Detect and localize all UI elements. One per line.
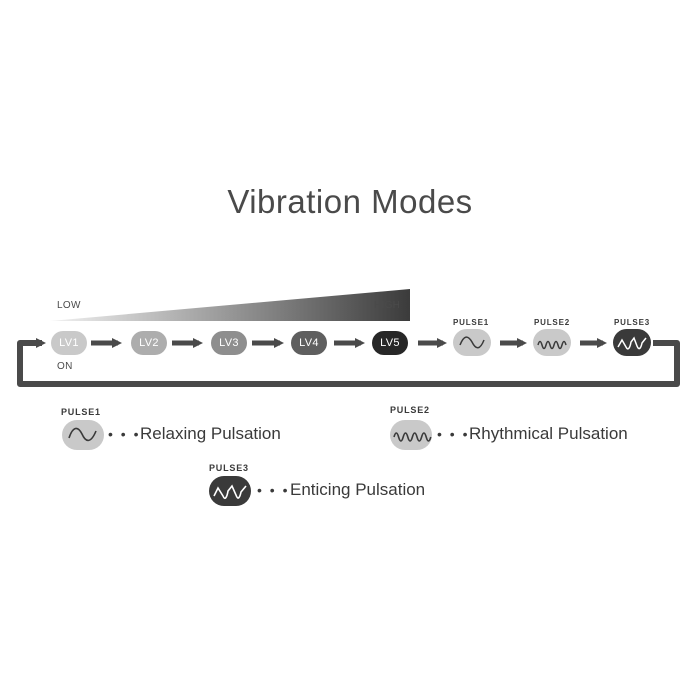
legend-pulse3-description: Enticing Pulsation <box>290 480 426 499</box>
legend-pulse1-pill <box>62 420 104 450</box>
level-pill-lv2: LV2 <box>131 331 167 355</box>
page-title: Vibration Modes <box>227 183 473 220</box>
scale-low-label: LOW <box>57 300 81 311</box>
legend-pulse2-dots: • • • <box>437 426 470 442</box>
dense-wave-icon <box>537 340 567 350</box>
return-loop-line <box>17 338 680 387</box>
legend-pulse1-description: Relaxing Pulsation <box>140 424 281 443</box>
flow-pulse2-label: PULSE2 <box>534 318 570 327</box>
single-wave-icon <box>68 427 97 442</box>
dense-wave-icon <box>393 432 432 442</box>
sawtooth-wave-icon <box>213 484 247 499</box>
legend-pulse3-dots: • • • <box>257 482 290 498</box>
level-pill-lv5: LV5 <box>372 331 408 355</box>
flow-pulse1-pill <box>453 329 491 356</box>
legend-pulse2-pill <box>390 420 432 450</box>
single-wave-icon <box>459 336 485 349</box>
legend-pulse3-pill <box>209 476 251 506</box>
legend-pulse2-description: Rhythmical Pulsation <box>469 424 628 443</box>
flow-pulse2-pill <box>533 329 571 356</box>
legend-pulse3-label: PULSE3 <box>209 463 249 473</box>
scale-on-label: ON <box>57 361 73 372</box>
sawtooth-wave-icon <box>617 336 647 350</box>
level-pill-lv4: LV4 <box>291 331 327 355</box>
flow-pulse3-label: PULSE3 <box>614 318 650 327</box>
legend-pulse1-label: PULSE1 <box>61 407 101 417</box>
flow-pulse3-pill <box>613 329 651 356</box>
level-pill-lv3: LV3 <box>211 331 247 355</box>
legend-pulse2-label: PULSE2 <box>390 405 430 415</box>
level-pill-lv1: LV1 <box>51 331 87 355</box>
flow-pulse1-label: PULSE1 <box>453 318 489 327</box>
legend-pulse1-dots: • • • <box>108 426 141 442</box>
scale-high-label: HIGH <box>374 300 401 311</box>
